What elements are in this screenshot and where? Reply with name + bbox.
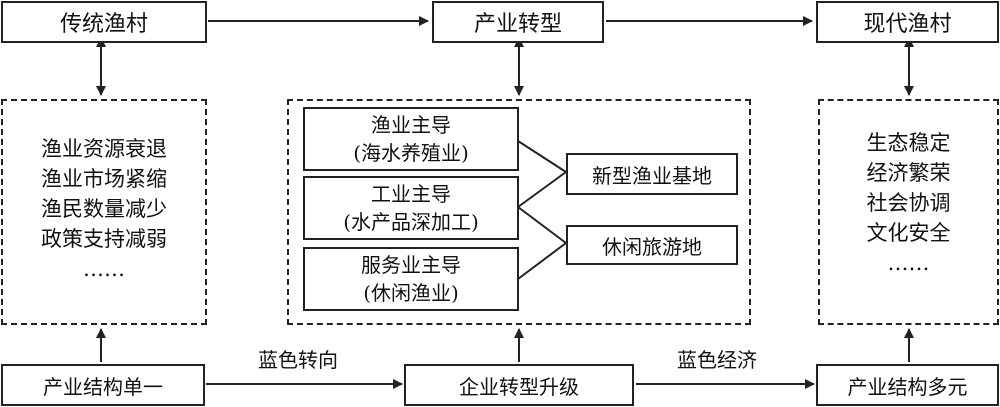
enterprise-upgrade-box: 企业转型升级 <box>404 364 634 406</box>
results-list: 生态稳定 经济繁荣 社会协调 文化安全 …… <box>818 128 999 278</box>
leisure-tourism-box: 休闲旅游地 <box>566 225 738 265</box>
branch-mode3-leisure <box>517 242 567 280</box>
diverse-structure-box: 产业结构多元 <box>816 364 999 406</box>
problem-item: 渔业市场紧缩 <box>41 167 167 191</box>
industrial-transformation-box: 产业转型 <box>432 1 604 43</box>
leisure-tourism-label: 休闲旅游地 <box>602 234 702 259</box>
mode-service-title: 服务业主导 <box>361 253 461 277</box>
mode-fishery-title: 渔业主导 <box>371 113 451 137</box>
problem-item: 渔民数量减少 <box>41 197 167 221</box>
enterprise-upgrade-label: 企业转型升级 <box>459 374 579 399</box>
modern-village-box: 现代渔村 <box>816 1 999 43</box>
problems-dashed-box <box>1 99 207 325</box>
single-structure-box: 产业结构单一 <box>1 364 205 406</box>
branch-mode2-leisure <box>517 206 567 244</box>
branch-mode1-new-base <box>517 140 567 173</box>
result-item: 经济繁荣 <box>866 161 951 185</box>
branch-mode2-new-base <box>517 171 567 208</box>
mode-box-fishery: 渔业主导 (海水养殖业) <box>303 107 519 171</box>
blue-economy-label: 蓝色经济 <box>677 348 757 372</box>
traditional-village-label: 传统渔村 <box>59 12 148 37</box>
new-fishery-base-box: 新型渔业基地 <box>566 153 738 195</box>
traditional-village-box: 传统渔村 <box>1 1 207 43</box>
blue-turn-label: 蓝色转向 <box>258 348 338 372</box>
result-item: 文化安全 <box>866 221 951 245</box>
new-fishery-base-label: 新型渔业基地 <box>592 163 712 188</box>
modern-village-label: 现代渔村 <box>863 12 952 37</box>
result-item: 生态稳定 <box>866 131 951 155</box>
problems-list: 渔业资源衰退 渔业市场紧缩 渔民数量减少 政策支持减弱 …… <box>1 134 207 284</box>
mode-industry-sub: (水产品深加工) <box>343 210 479 234</box>
diverse-structure-label: 产业结构多元 <box>847 374 968 399</box>
modes-dashed-box <box>287 99 751 325</box>
problem-item: 渔业资源衰退 <box>41 137 167 161</box>
result-item: 社会协调 <box>866 191 951 215</box>
mode-fishery-sub: (海水养殖业) <box>353 141 469 165</box>
mode-box-service: 服务业主导 (休闲渔业) <box>303 247 519 311</box>
mode-box-industry: 工业主导 (水产品深加工) <box>303 176 519 240</box>
result-ellipsis: …… <box>887 251 930 275</box>
problem-ellipsis: …… <box>83 257 125 281</box>
results-dashed-box <box>818 99 999 325</box>
single-structure-label: 产业结构单一 <box>43 374 163 399</box>
mode-industry-title: 工业主导 <box>371 182 451 206</box>
industrial-transformation-label: 产业转型 <box>473 12 562 37</box>
problem-item: 政策支持减弱 <box>41 227 167 251</box>
mode-service-sub: (休闲渔业) <box>363 281 459 305</box>
